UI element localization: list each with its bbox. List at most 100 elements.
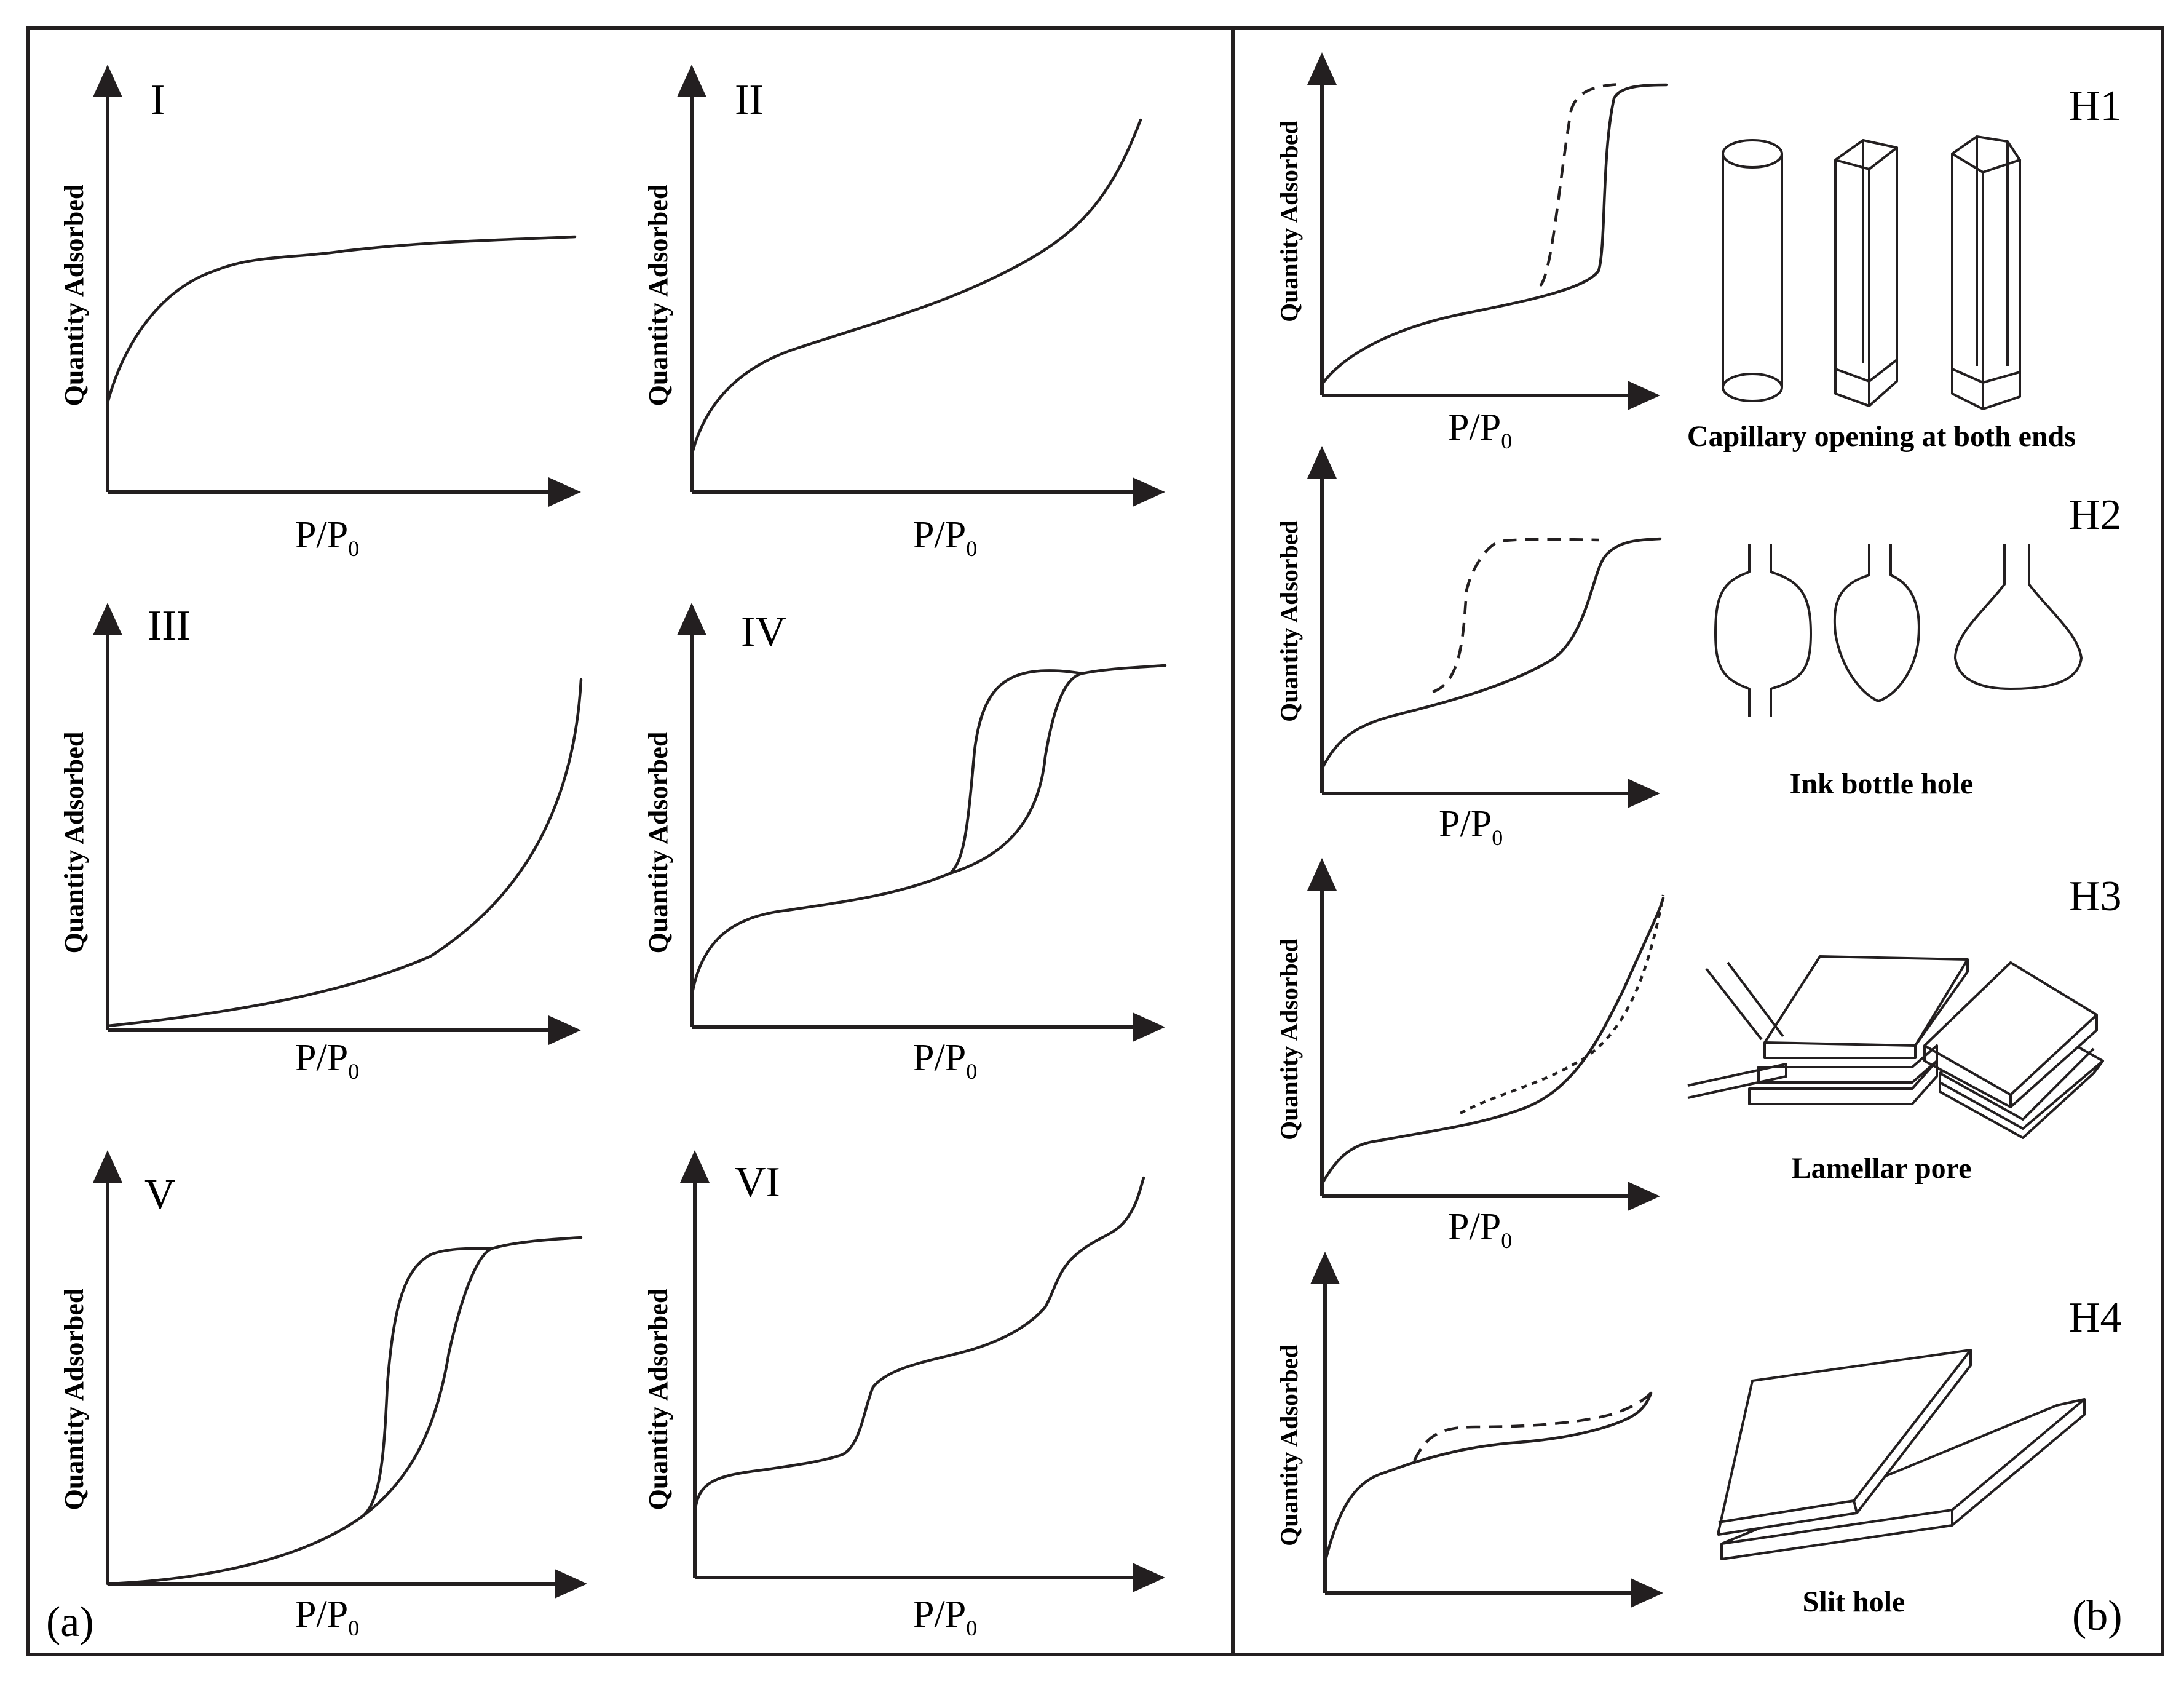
x-axis-arrow — [555, 1569, 587, 1599]
desorption-branch — [1539, 82, 1624, 287]
y-axis-arrow — [93, 65, 122, 97]
stacked-plate-right-mid — [1939, 1047, 2095, 1121]
y-axis-arrow — [677, 65, 706, 97]
x-axis-arrow — [1133, 477, 1165, 507]
slit-strip-left — [1687, 1063, 1787, 1099]
adsorption-branch — [106, 1236, 583, 1586]
pentagonal-prism — [1951, 135, 2021, 410]
x-axis-arrow — [1628, 779, 1660, 808]
type-label: VI — [735, 1159, 780, 1206]
x-axis-label: P/P0 — [913, 1594, 977, 1640]
cylindrical-capillary-illustration — [1722, 139, 1783, 402]
isotherm-type-iv: IV Quantity Adsorbed P/P0 — [643, 603, 1167, 1084]
isotherm-type-v: V Quantity Adsorbed P/P0 — [59, 1150, 587, 1640]
y-axis-label: Quantity Adsorbed — [59, 185, 89, 407]
x-axis-arrow — [1133, 1012, 1165, 1042]
type-label: I — [151, 76, 165, 124]
y-axis-label: Quantity Adsorbed — [643, 1289, 673, 1511]
x-axis-label: P/P0 — [913, 1037, 977, 1084]
y-axis-arrow — [680, 1150, 710, 1183]
x-axis-arrow — [1631, 1578, 1663, 1608]
y-axis-label: Quantity Adsorbed — [1275, 1344, 1303, 1546]
panel-a: I Quantity Adsorbed P/P0 II Quantity Ads… — [46, 65, 1167, 1646]
adsorption-branch — [1323, 1391, 1653, 1564]
adsorption-branch — [1320, 537, 1662, 771]
cylinder-top — [1722, 139, 1783, 169]
top-plate-right-edge — [1924, 1014, 2098, 1107]
y-axis-label: Quantity Adsorbed — [1275, 121, 1303, 322]
y-axis-arrow — [93, 1150, 122, 1183]
panel-b: Quantity Adsorbed P/P0 H1 Capillary open… — [1275, 52, 2123, 1640]
stacked-plate-left-bottom — [1748, 1060, 1938, 1105]
y-axis-arrow — [1310, 1252, 1340, 1284]
type-label: V — [144, 1171, 176, 1218]
outer-frame — [26, 26, 2164, 1656]
x-axis-arrow — [1628, 1182, 1660, 1211]
ink-bottle-illustration-3 — [1954, 544, 2083, 690]
hysteresis-label: H1 — [2069, 82, 2122, 130]
x-axis-label: P/P0 — [913, 514, 977, 561]
top-slit-plate-edge — [1718, 1349, 1972, 1523]
square-prism-illustration — [1834, 139, 1898, 407]
pore-shape-caption: Capillary opening at both ends — [1687, 420, 2076, 453]
hysteresis-label: H4 — [2069, 1294, 2122, 1341]
y-axis-label: Quantity Adsorbed — [643, 185, 673, 407]
slit-plates-illustration — [1717, 1349, 2086, 1560]
panel-label: (a) — [46, 1599, 94, 1646]
top-plate-left — [1763, 955, 1969, 1059]
y-axis-arrow — [677, 603, 706, 635]
pentagonal-prism-illustration — [1951, 135, 2021, 410]
y-axis-arrow — [1307, 446, 1337, 479]
hysteresis-label: H2 — [2069, 491, 2122, 539]
x-axis-label: P/P0 — [1448, 407, 1512, 453]
desorption-branch — [361, 1247, 494, 1518]
bottom-slit-plate — [1720, 1398, 2086, 1560]
x-axis-label: P/P0 — [295, 1594, 359, 1640]
square-prism — [1834, 139, 1898, 407]
pore-shape-caption: Ink bottle hole — [1790, 768, 1974, 800]
hysteresis-label: H3 — [2069, 873, 2122, 920]
adsorption-branch — [1320, 83, 1668, 386]
isotherm-type-vi: VI Quantity Adsorbed P/P0 — [643, 1150, 1165, 1640]
hysteresis-h3: Quantity Adsorbed P/P0 H3 Lamellar pore — [1275, 858, 2122, 1253]
isotherm-curve — [106, 235, 577, 405]
ink-bottle-illustration-2 — [1833, 544, 1920, 702]
cylinder-bottom — [1722, 373, 1783, 402]
x-axis-label: P/P0 — [1439, 803, 1503, 850]
y-axis-arrow — [1307, 52, 1337, 85]
adsorption-branch — [1320, 896, 1665, 1186]
x-axis-arrow — [1628, 381, 1660, 410]
x-axis-arrow — [1133, 1563, 1165, 1592]
desorption-branch — [948, 669, 1084, 875]
ink-bottle-illustration-1 — [1714, 544, 1812, 717]
x-axis-label: P/P0 — [1448, 1206, 1512, 1253]
lamellar-plates-illustration — [1687, 955, 2104, 1139]
pore-shape-caption: Slit hole — [1803, 1586, 1905, 1618]
x-axis-label: P/P0 — [295, 1037, 359, 1084]
top-plate-left-edge — [1764, 958, 1969, 1058]
type-label: III — [148, 602, 191, 649]
x-axis-label: P/P0 — [295, 514, 359, 561]
desorption-branch — [1412, 1392, 1652, 1462]
ink-bottle-shape — [1954, 544, 2083, 690]
ink-bottle-shape — [1833, 544, 1920, 702]
x-axis-arrow — [548, 477, 581, 507]
hysteresis-h2: Quantity Adsorbed P/P0 H2 Ink bottle hol… — [1275, 446, 2122, 850]
y-axis-arrow — [1307, 858, 1337, 891]
isotherm-type-iii: III Quantity Adsorbed P/P0 — [59, 602, 583, 1084]
desorption-branch — [1432, 538, 1599, 694]
hysteresis-h1: Quantity Adsorbed P/P0 H1 Capillary open… — [1275, 52, 2122, 453]
y-axis-label: Quantity Adsorbed — [59, 1289, 89, 1511]
adsorption-branch — [690, 664, 1167, 998]
isotherm-curve — [106, 678, 583, 1028]
panel-label: (b) — [2072, 1592, 2123, 1640]
ink-bottle-shape — [1714, 544, 1812, 717]
type-label: II — [735, 76, 764, 124]
y-axis-label: Quantity Adsorbed — [1275, 939, 1303, 1140]
desorption-branch — [1459, 894, 1665, 1114]
x-axis-arrow — [548, 1015, 581, 1045]
y-axis-label: Quantity Adsorbed — [59, 732, 89, 954]
y-axis-arrow — [93, 603, 122, 635]
opening-line-left — [1705, 961, 1784, 1041]
